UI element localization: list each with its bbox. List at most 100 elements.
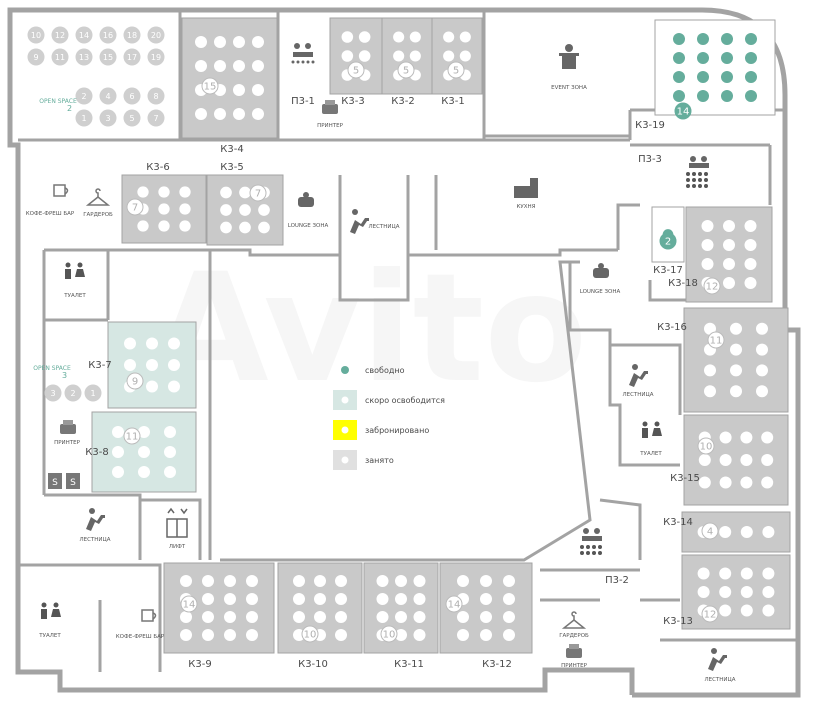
- printer-label-top: ПРИНТЕР: [317, 123, 344, 129]
- meeting-icon: [291, 43, 315, 64]
- desk-1[interactable]: 1: [75, 109, 93, 127]
- desk-12[interactable]: 12: [51, 26, 69, 44]
- desk-15[interactable]: 15: [99, 48, 117, 66]
- room-label-k3-10: К3-10: [298, 659, 328, 670]
- seat: [358, 50, 371, 62]
- seat: [457, 575, 469, 587]
- desk-seat: [51, 26, 69, 44]
- room-k3-14[interactable]: 4: [681, 511, 791, 553]
- kitchen-icon: [514, 178, 538, 198]
- capacity-number: 2: [665, 237, 671, 248]
- desk-number: 19: [151, 53, 161, 62]
- seat: [480, 575, 492, 587]
- room-k3-2[interactable]: 5: [381, 17, 433, 95]
- room-k3-13[interactable]: 12: [681, 554, 791, 630]
- room-k3-16[interactable]: 11: [683, 307, 789, 413]
- room-k3-7[interactable]: 9: [107, 321, 197, 409]
- room-k3-10[interactable]: 10: [277, 562, 363, 654]
- seat: [744, 277, 757, 289]
- seat: [673, 52, 685, 64]
- desk-number: 2: [70, 389, 75, 398]
- room-area: [163, 562, 275, 654]
- desk-13[interactable]: 13: [75, 48, 93, 66]
- desk-3[interactable]: 3: [99, 109, 117, 127]
- room-label-k3-14: К3-14: [663, 517, 693, 528]
- desk-16[interactable]: 16: [99, 26, 117, 44]
- seat: [503, 593, 515, 605]
- seat: [220, 186, 232, 199]
- desk-18[interactable]: 18: [123, 26, 141, 44]
- room-k3-4[interactable]: 15: [181, 17, 278, 139]
- lift-icon: [166, 507, 188, 538]
- seat: [761, 454, 774, 466]
- desk-5[interactable]: 5: [123, 109, 141, 127]
- desk-2[interactable]: 2: [75, 87, 93, 105]
- seat: [756, 385, 768, 398]
- room-k3-11[interactable]: 10: [363, 562, 439, 654]
- room-k3-19[interactable]: 14: [654, 19, 776, 120]
- desk-4[interactable]: 4: [99, 87, 117, 105]
- seat: [258, 221, 270, 234]
- room-k3-17[interactable]: 2: [651, 206, 685, 263]
- room-k3-8[interactable]: 11: [91, 411, 197, 493]
- svg-text:S: S: [52, 478, 58, 488]
- capacity-number: 14: [677, 107, 690, 118]
- capacity-badge: [123, 427, 141, 445]
- seat: [413, 611, 426, 623]
- desk-seat: [147, 26, 165, 44]
- desk-19[interactable]: 19: [147, 48, 165, 66]
- room-k3-12[interactable]: 14: [439, 562, 533, 654]
- event-label: EVENT ЗОНА: [551, 85, 587, 91]
- room-k3-3[interactable]: 5: [329, 17, 383, 95]
- seat: [395, 629, 407, 641]
- capacity-number: 9: [132, 377, 138, 388]
- podium-icon: [559, 44, 579, 69]
- seat: [335, 593, 347, 605]
- desk-8[interactable]: 8: [147, 87, 165, 105]
- desk-1[interactable]: 1: [84, 384, 102, 402]
- desk-11[interactable]: 11: [51, 48, 69, 66]
- seat: [239, 221, 251, 234]
- seat: [719, 526, 732, 538]
- seat: [740, 431, 753, 444]
- desk-10[interactable]: 10: [27, 26, 45, 44]
- desk-17[interactable]: 17: [123, 48, 141, 66]
- seat: [393, 50, 405, 62]
- desk-2[interactable]: 2: [64, 384, 82, 402]
- room-k3-18[interactable]: 12: [685, 206, 773, 303]
- desk-20[interactable]: 20: [147, 26, 165, 44]
- desk-7[interactable]: 7: [147, 109, 165, 127]
- room-k3-1[interactable]: 5: [431, 17, 483, 95]
- seat: [721, 52, 733, 64]
- desk-14[interactable]: 14: [75, 26, 93, 44]
- seat: [673, 71, 685, 83]
- desk-number: 5: [129, 114, 134, 123]
- seat: [146, 359, 158, 371]
- seat: [233, 60, 245, 72]
- toilet-icon-bottom: [41, 602, 61, 619]
- seat: [480, 629, 492, 641]
- capacity-badge: [445, 595, 463, 613]
- desk-9[interactable]: 9: [27, 48, 45, 66]
- capacity-number: 7: [132, 203, 138, 214]
- room-k3-5[interactable]: 7: [206, 174, 284, 246]
- room-k3-9[interactable]: 14: [163, 562, 275, 654]
- room-label-k3-1: К3-1: [441, 96, 464, 107]
- desk-seat: [99, 48, 117, 66]
- desk-3[interactable]: 3: [44, 384, 62, 402]
- capacity-badge: [659, 232, 677, 250]
- seat: [719, 586, 732, 598]
- open-space-2-label: OPEN SPACE 2: [39, 98, 77, 113]
- meeting-icon-p3-2: [582, 528, 602, 541]
- stairs-label-bottom-right: ЛЕСТНИЦА: [704, 677, 735, 683]
- seat: [721, 71, 733, 83]
- seat: [673, 90, 685, 102]
- room-k3-6[interactable]: 7: [121, 174, 207, 244]
- seat: [376, 593, 389, 605]
- capacity-badge: [447, 61, 465, 79]
- desk-6[interactable]: 6: [123, 87, 141, 105]
- toilet-label-bottom: ТУАЛЕТ: [38, 633, 61, 639]
- room-k3-15[interactable]: 10: [683, 414, 789, 506]
